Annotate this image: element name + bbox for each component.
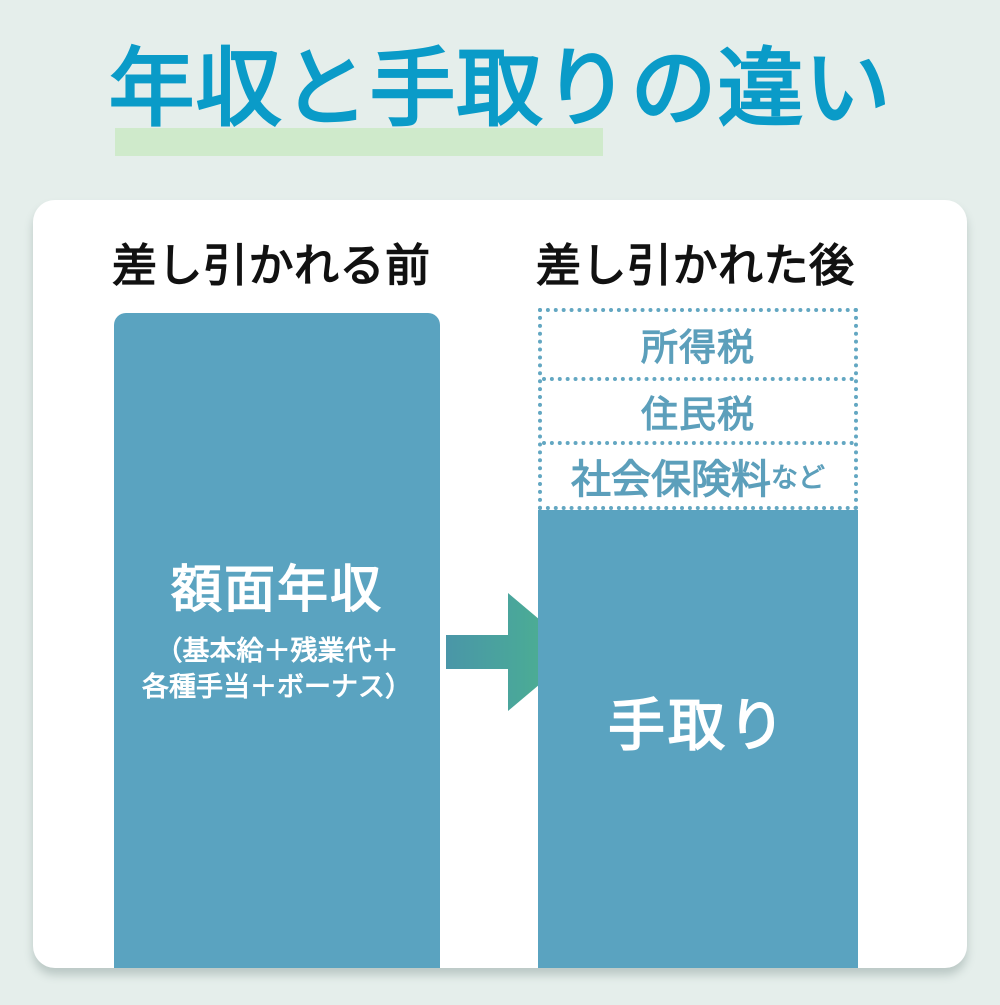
column-heading-after: 差し引かれた後 bbox=[536, 239, 855, 292]
page-title: 年収と手取りの違い bbox=[0, 46, 1000, 156]
gross-income-label: 額面年収 bbox=[170, 561, 383, 620]
deduction-row-income-tax: 所得税 bbox=[542, 312, 854, 377]
column-heading-before: 差し引かれる前 bbox=[112, 239, 431, 292]
gross-income-label-group: 額面年収 （基本給＋残業代＋ 各種手当＋ボーナス） bbox=[114, 548, 440, 706]
page-title-text: 年収と手取りの違い bbox=[108, 39, 892, 139]
net-income-label: 手取り bbox=[608, 693, 788, 759]
net-income-bar: 手取り bbox=[538, 510, 858, 968]
deduction-suffix-etc: など bbox=[771, 463, 825, 495]
deduction-label-social-insurance: 社会保険料 bbox=[571, 456, 771, 503]
gross-income-sublabel-line1: （基本給＋残業代＋ bbox=[155, 636, 399, 667]
gross-income-bar: 額面年収 （基本給＋残業代＋ 各種手当＋ボーナス） bbox=[114, 313, 440, 968]
deduction-row-social-insurance: 社会保険料 など bbox=[542, 441, 854, 506]
deduction-row-resident-tax: 住民税 bbox=[542, 376, 854, 442]
comparison-card: 差し引かれる前 差し引かれた後 額面年収 （基本給＋残業代＋ 各種手当＋ボーナス… bbox=[33, 200, 967, 968]
arrow-right-icon bbox=[446, 593, 578, 711]
title-highlight-bar bbox=[114, 128, 603, 156]
deduction-box-group: 所得税 住民税 社会保険料 など bbox=[538, 308, 858, 510]
gross-income-sublabel: （基本給＋残業代＋ 各種手当＋ボーナス） bbox=[114, 634, 440, 706]
deduction-label-resident-tax: 住民税 bbox=[641, 392, 755, 436]
gross-income-sublabel-line2: 各種手当＋ボーナス） bbox=[142, 671, 412, 703]
deduction-label-income-tax: 所得税 bbox=[641, 326, 755, 370]
